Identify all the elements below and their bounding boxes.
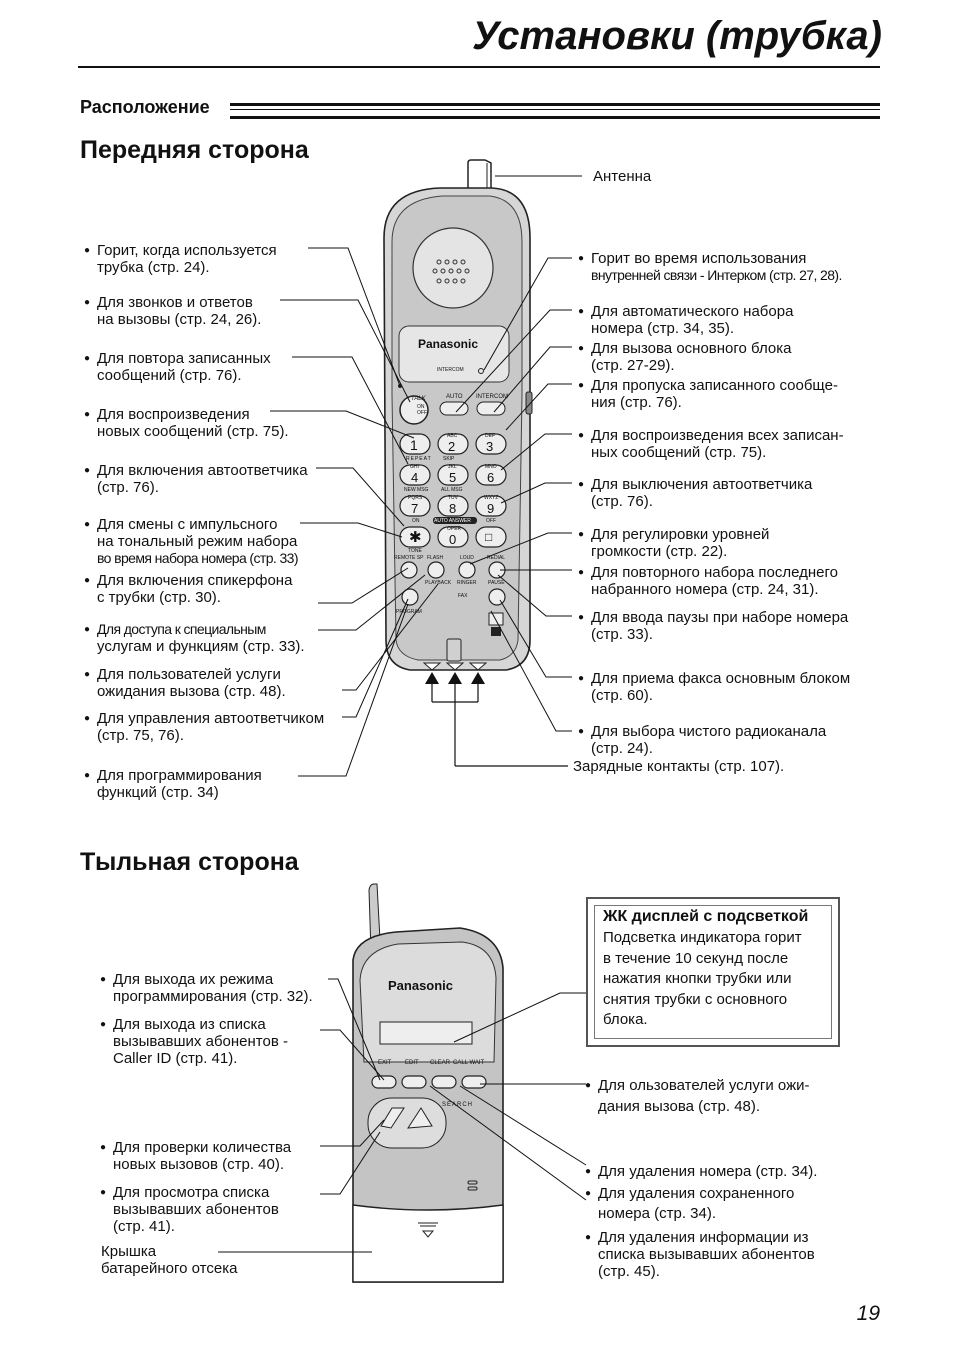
flash-label: FLASH — [427, 555, 444, 561]
key-4[interactable]: 4 — [411, 470, 419, 485]
front-right-note-6: Для выключения автоответчика(стр. 76). — [578, 476, 812, 510]
header-rule — [78, 66, 880, 68]
back-brand-logo: Panasonic — [388, 978, 454, 993]
key-8[interactable]: 8 — [449, 501, 457, 516]
key-1[interactable]: 1 — [410, 437, 418, 453]
front-right-note-4: Для пропуска записанного сообще-ния (стр… — [578, 377, 838, 411]
back-right-note-2: Для удаления номера (стр. 34). — [585, 1163, 817, 1180]
auto-answer-label: AUTO ANSWER — [434, 518, 471, 524]
lcd-info-box: ЖК дисплей с подсветкой Подсветка индика… — [586, 897, 840, 1047]
search-label: SEARCH — [442, 1102, 474, 1108]
repeat-label: REPEAT — [406, 456, 432, 462]
key-4-letters: GHI — [410, 464, 419, 470]
pause-label: PAUSE — [488, 580, 505, 586]
ringer-label: RINGER — [457, 580, 477, 586]
auto-key-label: AUTO — [446, 394, 463, 400]
call-wait-label: CALL WAIT — [453, 1060, 485, 1066]
key-6[interactable]: 6 — [487, 470, 495, 485]
skip-label: SKIP — [443, 456, 455, 462]
intercom-led-label: INTERCOM — [437, 367, 464, 373]
front-right-note-8: Для повторного набора последнегонабранно… — [578, 564, 838, 598]
talk-on-label: ON — [417, 404, 425, 410]
intercom-key-label: INTERCOM — [476, 394, 508, 400]
front-right-note-5: Для воспроизведения всех записан-ных соо… — [578, 427, 844, 461]
star-key[interactable]: ✱ — [409, 529, 422, 546]
front-right-note-9: Для ввода паузы при наборе номера(стр. 3… — [578, 609, 848, 643]
charge-contacts-label: Зарядные контакты (стр. 107). — [573, 758, 785, 775]
aa-on-label: ON — [412, 518, 420, 524]
talk-key-label: TALK — [411, 396, 426, 402]
key-9-letters: WXYZ — [484, 495, 499, 501]
program-label: PROGRAM — [396, 609, 422, 615]
antenna-label: Антенна — [593, 168, 652, 185]
playback-label: PLAYBACK — [425, 580, 452, 586]
key-5-letters: JKL — [448, 464, 457, 470]
oper-label: OPER — [447, 526, 462, 532]
key-2-letters: ABC — [447, 433, 458, 439]
talk-off-label: OFF — [417, 410, 427, 416]
key-2[interactable]: 2 — [448, 439, 456, 454]
front-right-note-3: Для вызова основного блока(стр. 27-29). — [578, 340, 791, 374]
all-msg-label: ALL MSG — [441, 487, 463, 493]
exit-label: EXIT — [378, 1060, 392, 1066]
fax-label: FAX — [458, 593, 468, 599]
page-title: Установки (трубка) — [472, 14, 882, 58]
front-right-note-10: Для приема факса основным блоком(стр. 60… — [578, 670, 850, 704]
lcd-box-title: ЖК дисплей с подсветкой — [603, 908, 809, 925]
key-9[interactable]: 9 — [487, 501, 495, 516]
hash-key[interactable]: □ — [485, 530, 493, 544]
key-6-letters: MNO — [485, 464, 497, 470]
key-7-letters: PQRS — [408, 495, 423, 501]
key-0[interactable]: 0 — [449, 532, 457, 547]
section-title: Расположение — [80, 97, 210, 117]
new-msg-label: NEW MSG — [404, 487, 429, 493]
front-left-note-10: Для управления автоответчиком(стр. 75, 7… — [84, 710, 324, 744]
key-7[interactable]: 7 — [411, 501, 419, 516]
key-3-letters: DEF — [485, 433, 495, 439]
tone-label: TONE — [408, 548, 422, 554]
page-number: 19 — [856, 1302, 880, 1325]
key-8-letters: TUV — [448, 495, 458, 501]
loud-label: LOUD — [460, 555, 474, 561]
clear-label: CLEAR — [430, 1060, 451, 1066]
front-left-note-5: Для включения автоответчика(стр. 76). — [84, 462, 308, 496]
back-right-note-1: Для ользователей услуги ожи-дания вызова… — [585, 1077, 810, 1115]
remote-sp-label: REMOTE SP — [394, 555, 424, 561]
aa-off-label: OFF — [486, 518, 496, 524]
front-right-note-11: Для выбора чистого радиоканала(стр. 24). — [578, 723, 826, 757]
redial-label: REDIAL — [487, 555, 506, 561]
key-5[interactable]: 5 — [449, 470, 457, 485]
key-3[interactable]: 3 — [486, 439, 494, 454]
edit-label: EDIT — [405, 1060, 419, 1066]
front-brand-logo: Panasonic — [418, 337, 479, 351]
section-double-rule — [230, 103, 880, 119]
front-heading: Передняя сторона — [80, 136, 309, 164]
back-heading: Тыльная сторона — [80, 848, 299, 876]
